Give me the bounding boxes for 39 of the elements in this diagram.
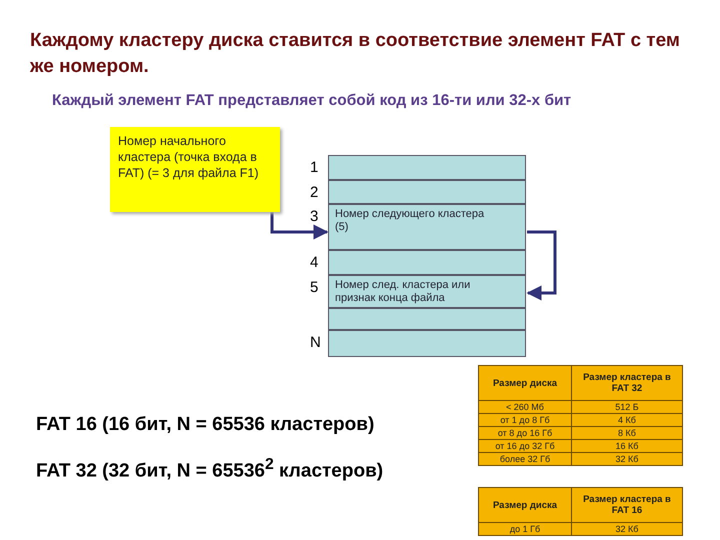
node-text: Номер начального кластера (точка входа в FAT) (= 3 для файла F1) [118, 133, 260, 181]
table-cell: < 260 Мб [478, 400, 572, 414]
table-row [328, 250, 526, 275]
node-text: Номер следующего кластера (5) [335, 208, 485, 234]
row-number: 2 [310, 184, 318, 201]
table-cell: до 1 Гб [478, 522, 572, 536]
note-box [110, 127, 280, 212]
table-row [328, 330, 526, 357]
row-number: 5 [310, 279, 318, 296]
subtitle: Каждый элемент FAT представляет собой код из 16-ти или 32-х бит [52, 92, 572, 110]
arrow [526, 230, 556, 300]
table-cell: Размер диска [478, 488, 572, 522]
table-cell: 512 Б [572, 400, 682, 414]
fat-description: FAT 32 (32 бит, N = 65536$^{2}$ кластеров) [36, 456, 384, 482]
table-cell: 32 Кб [572, 522, 682, 536]
arrow [270, 212, 328, 240]
node-text: Номер след. кластера или признак конца файла [335, 279, 472, 305]
fat-description: FAT 16 (16 бит, N = 65536 кластеров) [36, 414, 374, 436]
table-row [328, 308, 526, 330]
table-cell: 4 Кб [572, 414, 682, 426]
table-cell: более 32 Гб [478, 452, 572, 466]
row-number: 1 [310, 159, 318, 176]
table-cell: 8 Кб [572, 426, 682, 440]
table-row [328, 180, 526, 204]
table-cell: 16 Кб [572, 440, 682, 452]
table-row [328, 275, 526, 308]
table-cell: Размер диска [478, 366, 572, 400]
row-number: N [310, 334, 321, 351]
row-number: 4 [310, 254, 318, 271]
table-cell: Размер кластера в FAT 32 [572, 366, 682, 400]
table-cell: 32 Кб [572, 452, 682, 466]
table-row [328, 204, 526, 250]
table-cell: Размер кластера в FAT 16 [572, 488, 682, 522]
slide-title: Каждому кластеру диска ставится в соответствие элемент FAT с тем же номером. [30, 29, 681, 79]
row-number: 3 [310, 208, 318, 225]
table-row [328, 155, 526, 180]
table-cell: от 1 до 8 Гб [478, 414, 572, 426]
table-cell: от 8 до 16 Гб [478, 426, 572, 440]
table-cell: от 16 до 32 Гб [478, 440, 572, 452]
